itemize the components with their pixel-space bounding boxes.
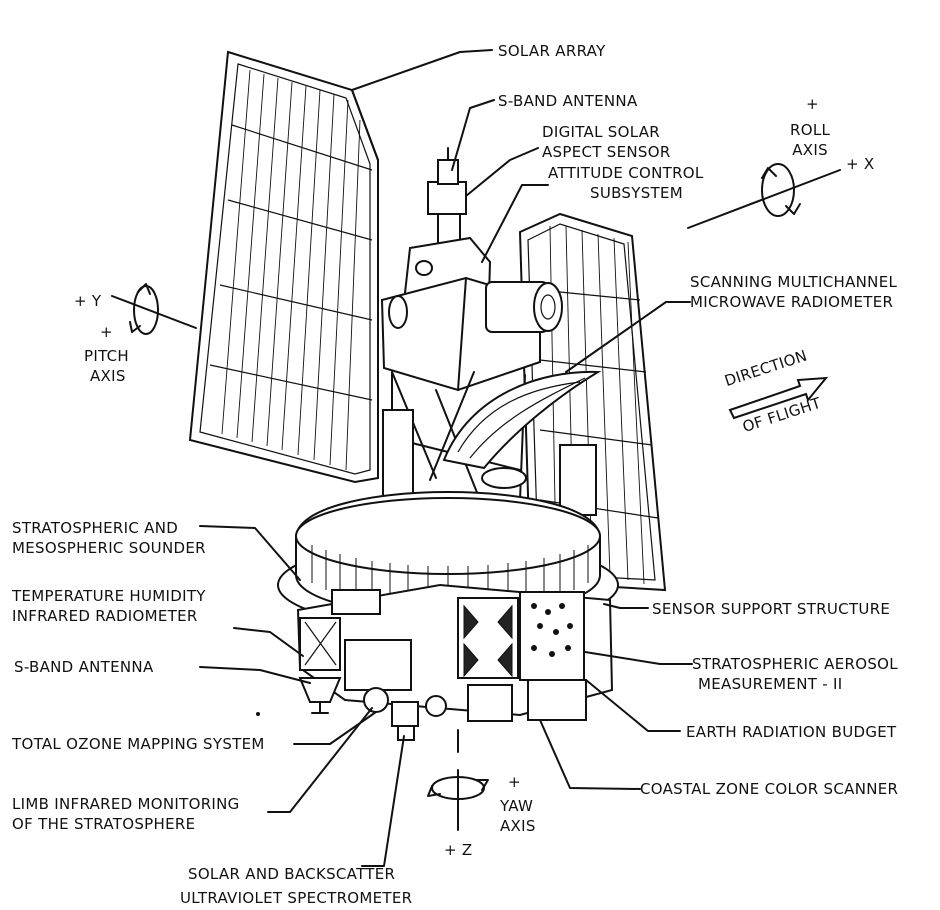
roll-axis-sign: + [806,95,819,113]
roll-axis-x: + X [846,155,875,173]
label-thir-line2: INFRARED RADIOMETER [12,607,198,625]
pitch-axis-line2: AXIS [90,367,126,385]
yaw-axis-line2: AXIS [500,817,536,835]
label-scanning-multichannel-microwave-radiometer: SCANNING MULTICHANNEL MICROWAVE RADIOMET… [690,272,897,312]
pitch-axis-symbol [111,283,197,335]
solar-array-left [188,50,379,484]
label-sam-line2: MEASUREMENT - II [698,675,843,693]
pitch-axis-sign: + [100,323,113,341]
label-solar-backscatter-uv-spectrometer: SOLAR AND BACKSCATTER ULTRAVIOLET SPECTR… [180,864,412,908]
label-attitude-line2: SUBSYSTEM [590,184,684,202]
label-sensor-support-structure: SENSOR SUPPORT STRUCTURE [652,600,891,618]
label-smmr-line1: SCANNING MULTICHANNEL [690,273,898,291]
label-thir-line1: TEMPERATURE HUMIDITY [12,587,206,605]
yaw-axis-sign: + [508,773,521,791]
label-sams-line2: MESOSPHERIC SOUNDER [12,539,206,557]
speck [256,712,260,716]
pitch-axis-line1: PITCH [84,347,130,365]
pitch-axis-y: + Y [74,292,102,310]
label-s-band-antenna-bottom: S-BAND ANTENNA [14,658,154,676]
smmr-dish [442,370,602,489]
label-s-band-antenna-top: S-BAND ANTENNA [498,92,638,110]
label-earth-radiation-budget: EARTH RADIATION BUDGET [686,723,897,741]
label-sbuv-line2: ULTRAVIOLET SPECTROMETER [180,889,413,907]
leader-lines [199,49,693,867]
pitch-axis-label: PITCH AXIS [84,346,129,386]
label-limb-infrared-monitoring: LIMB INFRARED MONITORING OF THE STRATOSP… [12,794,240,834]
label-lims-line2: OF THE STRATOSPHERE [12,815,196,833]
label-digital-solar-aspect-sensor: DIGITAL SOLAR ASPECT SENSOR [542,122,671,162]
label-solar-array: SOLAR ARRAY [498,42,606,60]
roll-axis-label: ROLL AXIS [790,120,830,160]
label-total-ozone-mapping-system: TOTAL OZONE MAPPING SYSTEM [12,735,265,753]
label-digital-solar-line2: ASPECT SENSOR [542,143,671,161]
label-attitude-control-subsystem: ATTITUDE CONTROL SUBSYSTEM [548,163,704,203]
label-temperature-humidity-infrared-radiometer: TEMPERATURE HUMIDITY INFRARED RADIOMETER [12,586,206,626]
roll-axis-line1: ROLL [790,121,831,139]
label-attitude-line1: ATTITUDE CONTROL [548,164,704,182]
label-sams-line1: STRATOSPHERIC AND [12,519,179,537]
label-sam-line1: STRATOSPHERIC AEROSOL [692,655,898,673]
label-smmr-line2: MICROWAVE RADIOMETER [690,293,894,311]
label-sbuv-line1: SOLAR AND BACKSCATTER [188,865,396,883]
label-stratospheric-aerosol-measurement: STRATOSPHERIC AEROSOL MEASUREMENT - II [692,654,898,694]
yaw-axis-symbol [427,769,489,831]
roll-axis-symbol [687,163,841,229]
direction-of-flight-arrow [728,376,829,420]
solar-array-left-cells [221,69,361,471]
label-coastal-zone-color-scanner: COASTAL ZONE COLOR SCANNER [640,780,899,798]
yaw-axis-line1: YAW [500,797,534,815]
label-digital-solar-line1: DIGITAL SOLAR [542,123,661,141]
yaw-axis-label: YAW AXIS [500,796,536,836]
attitude-control-body [380,147,563,392]
label-stratospheric-mesospheric-sounder: STRATOSPHERIC AND MESOSPHERIC SOUNDER [12,518,206,558]
yaw-axis-z: + Z [444,841,473,859]
label-lims-line1: LIMB INFRARED MONITORING [12,795,240,813]
instrument-package [296,583,614,753]
roll-axis-line2: AXIS [792,141,828,159]
